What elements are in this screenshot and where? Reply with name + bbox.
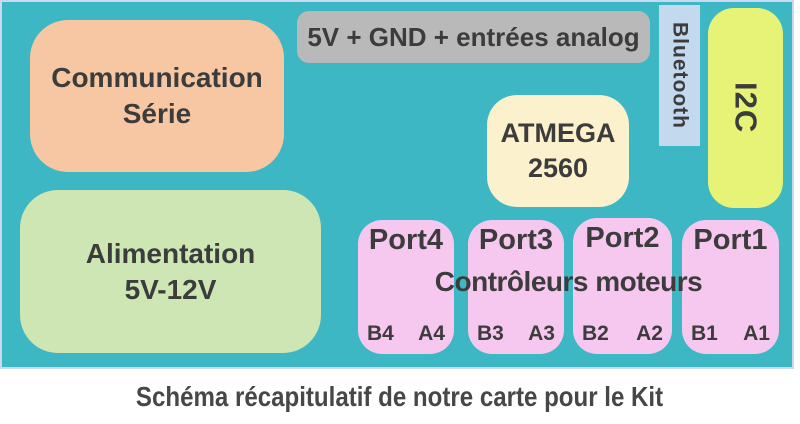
block-port1: Port1 B1 A1 [682, 220, 779, 354]
port2-label: Port2 [585, 222, 660, 254]
communication-label-line2: Série [122, 98, 192, 129]
port2-pin-b: B2 [582, 322, 609, 345]
port3-label: Port3 [478, 224, 554, 256]
communication-label-line1: Communication [51, 62, 263, 94]
port4-pins: B4 A4 [367, 322, 445, 346]
port1-label: Port1 [693, 224, 768, 256]
port1-pin-b: B1 [691, 322, 718, 345]
block-communication-serie: Communication Série [30, 20, 284, 172]
atmega-label-line1: ATMEGA [500, 118, 616, 149]
port3-pins: B3 A3 [477, 322, 555, 346]
diagram-caption: Schéma récapitulatif de notre carte pour… [0, 369, 800, 424]
port1-pin-a: A1 [743, 322, 770, 345]
port4-label: Port4 [368, 224, 444, 256]
port2-pins: B2 A2 [582, 322, 663, 346]
block-bluetooth: Bluetooth [659, 5, 700, 146]
i2c-label: I2C [728, 82, 764, 134]
block-atmega-2560: ATMEGA 2560 [487, 95, 629, 207]
atmega-label-line2: 2560 [527, 153, 589, 183]
block-port2: Port2 B2 A2 [573, 218, 672, 354]
analog-header-label: 5V + GND + entrées analog [307, 21, 640, 52]
block-port3: Port3 B3 A3 [468, 220, 564, 354]
bluetooth-label: Bluetooth [668, 22, 692, 129]
port4-pin-b: B4 [367, 322, 394, 345]
port4-pin-a: A4 [418, 322, 445, 345]
block-i2c: I2C [708, 8, 783, 208]
port3-pin-b: B3 [477, 322, 504, 345]
alimentation-label-line1: Alimentation [85, 237, 256, 269]
block-analog-header: 5V + GND + entrées analog [297, 11, 650, 63]
alimentation-label-line2: 5V-12V [124, 273, 217, 305]
kit-board: Communication Série Alimentation 5V-12V … [0, 0, 794, 369]
motor-controllers-label: Contrôleurs moteurs [434, 266, 703, 297]
block-alimentation: Alimentation 5V-12V [20, 190, 321, 353]
port2-pin-a: A2 [636, 322, 663, 345]
block-port4: Port4 B4 A4 [358, 220, 454, 354]
diagram-caption-text: Schéma récapitulatif de notre carte pour… [136, 380, 664, 412]
port1-pins: B1 A1 [691, 322, 770, 346]
port3-pin-a: A3 [528, 322, 555, 345]
